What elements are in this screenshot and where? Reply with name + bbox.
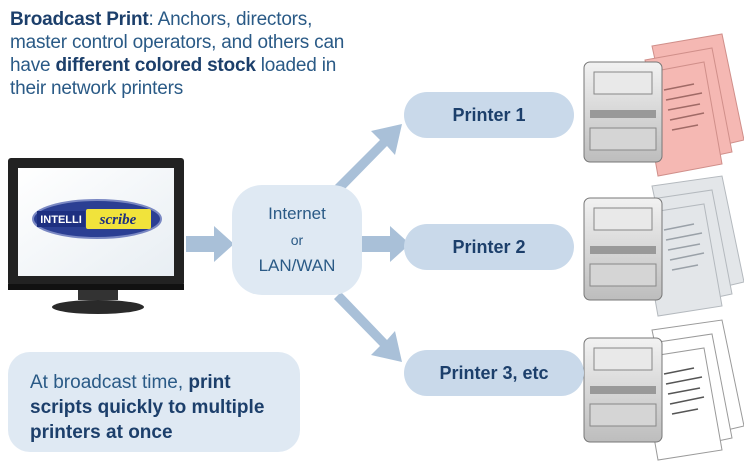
printer-2-icon <box>583 175 744 317</box>
arrow-to-hub <box>186 226 234 262</box>
logo-part1: INTELLI <box>40 214 82 226</box>
header-line-end: loaded in their network printers <box>10 55 337 99</box>
arrows <box>186 124 410 362</box>
printer-1-label: Printer 1 <box>404 92 574 138</box>
note-lead: At broadcast time, <box>30 372 189 393</box>
arrow-to-printer-2 <box>362 226 410 262</box>
monitor-icon <box>8 158 184 314</box>
header-bold-lead: Broadcast Print <box>10 9 149 30</box>
note-text: At broadcast time, print scripts quickly… <box>30 370 290 445</box>
printer-3-label: Printer 3, etc <box>404 350 584 396</box>
header-bold-mid: different colored stock <box>55 55 256 76</box>
hub-line-2: or <box>290 232 304 248</box>
network-hub: Internet or LAN/WAN <box>232 185 362 295</box>
hub-line-1: Internet <box>268 204 326 223</box>
header-line: : Anchors, directors, master control ope… <box>10 9 345 76</box>
hub-line-3: LAN/WAN <box>258 256 336 275</box>
arrow-to-printer-3 <box>334 292 402 362</box>
note-bold: print scripts quickly to multiple printe… <box>30 372 265 443</box>
logo-part2: scribe <box>99 212 137 228</box>
arrow-to-printer-1 <box>334 124 402 193</box>
header-text: Broadcast Print: Anchors, directors, mas… <box>10 8 370 100</box>
printer-3-icon <box>583 319 744 461</box>
printer-1-icon <box>583 33 744 177</box>
note-panel <box>8 352 300 452</box>
printer-2-label: Printer 2 <box>404 224 574 270</box>
